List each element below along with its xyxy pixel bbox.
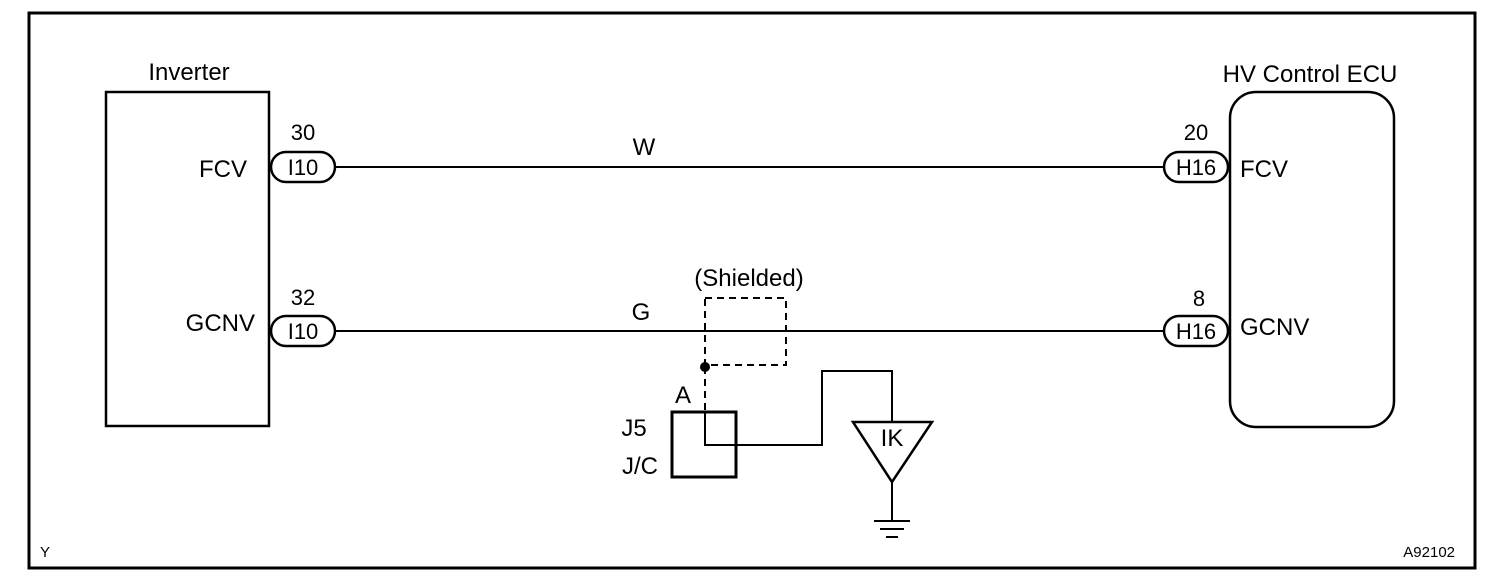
- shield-box: [704, 297, 787, 366]
- ecu-box: [1228, 90, 1396, 429]
- ecu-title: HV Control ECU: [1223, 61, 1398, 88]
- junction-terminal-label: A: [675, 382, 691, 409]
- ecu-gcnv-connector-id: H16: [1176, 319, 1216, 344]
- ecu-fcv-connector-id: H16: [1176, 155, 1216, 180]
- fcv-wire-color: W: [633, 134, 656, 161]
- inverter-gcnv-connector-id: I10: [288, 319, 319, 344]
- junction-id: J5: [621, 415, 646, 442]
- gcnv-wire-color: G: [632, 299, 651, 326]
- inverter-title: Inverter: [148, 59, 229, 86]
- ecu-fcv-label: FCV: [1240, 156, 1288, 183]
- inverter-fcv-label: FCV: [199, 156, 247, 183]
- inverter-fcv-connector-id: I10: [288, 155, 319, 180]
- ecu-gcnv-connector: H16: [1162, 314, 1230, 348]
- figure-id: A92102: [1403, 544, 1455, 561]
- inverter-fcv-pin: 30: [291, 120, 315, 145]
- footer-left-code: Y: [40, 544, 50, 561]
- junction-type: J/C: [622, 453, 658, 480]
- shield-label: (Shielded): [694, 265, 803, 292]
- ground-point-triangle: [850, 420, 935, 485]
- ecu-fcv-connector: H16: [1162, 150, 1230, 184]
- ground-icon: [874, 520, 910, 538]
- inverter-gcnv-connector: I10: [269, 314, 337, 348]
- inverter-fcv-connector: I10: [269, 150, 337, 184]
- inverter-box: [104, 90, 271, 428]
- inverter-gcnv-label: GCNV: [186, 310, 255, 337]
- ground-point-label: IK: [881, 425, 904, 452]
- inverter-gcnv-pin: 32: [291, 285, 315, 310]
- diagram-frame: [27, 11, 1477, 570]
- ecu-fcv-pin: 20: [1184, 120, 1208, 145]
- ground-wire: [704, 370, 893, 446]
- ecu-gcnv-label: GCNV: [1240, 314, 1309, 341]
- ecu-gcnv-pin: 8: [1193, 286, 1205, 311]
